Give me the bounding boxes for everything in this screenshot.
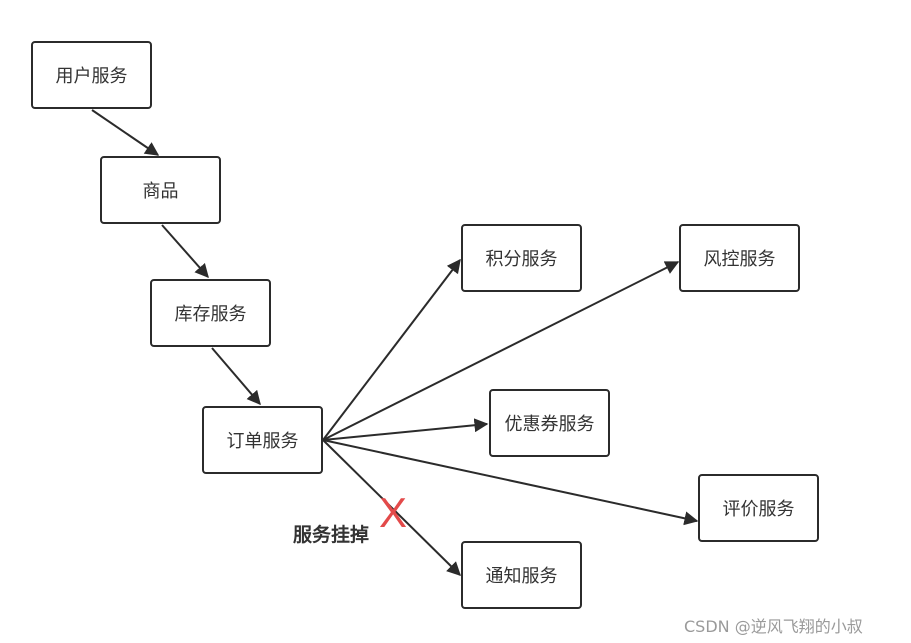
- node-points-service: 积分服务: [461, 224, 582, 292]
- node-goods: 商品: [100, 156, 221, 224]
- arrow-stock-to-order: [211, 347, 261, 406]
- arrow-order-to-points: [322, 258, 461, 441]
- arrow-order-to-risk: [322, 261, 680, 441]
- node-notify-service: 通知服务: [461, 541, 582, 609]
- service-down-label: 服务挂掉: [293, 524, 370, 546]
- node-user-service: 用户服务: [31, 41, 152, 109]
- failure-x-mark: X: [379, 489, 408, 536]
- arrow-user-to-goods: [91, 109, 160, 156]
- node-review-service: 评价服务: [698, 474, 819, 542]
- node-risk-service: 风控服务: [679, 224, 800, 292]
- arrow-order-to-coupon: [322, 418, 489, 441]
- node-stock-service: 库存服务: [150, 279, 271, 347]
- arrow-order-to-review: [322, 439, 699, 526]
- arrow-goods-to-stock: [161, 224, 209, 279]
- arrow-order-to-notify: [322, 439, 461, 576]
- node-order-service: 订单服务: [202, 406, 323, 474]
- csdn-watermark: CSDN @逆风飞翔的小叔: [684, 617, 863, 636]
- node-coupon-service: 优惠券服务: [489, 389, 610, 457]
